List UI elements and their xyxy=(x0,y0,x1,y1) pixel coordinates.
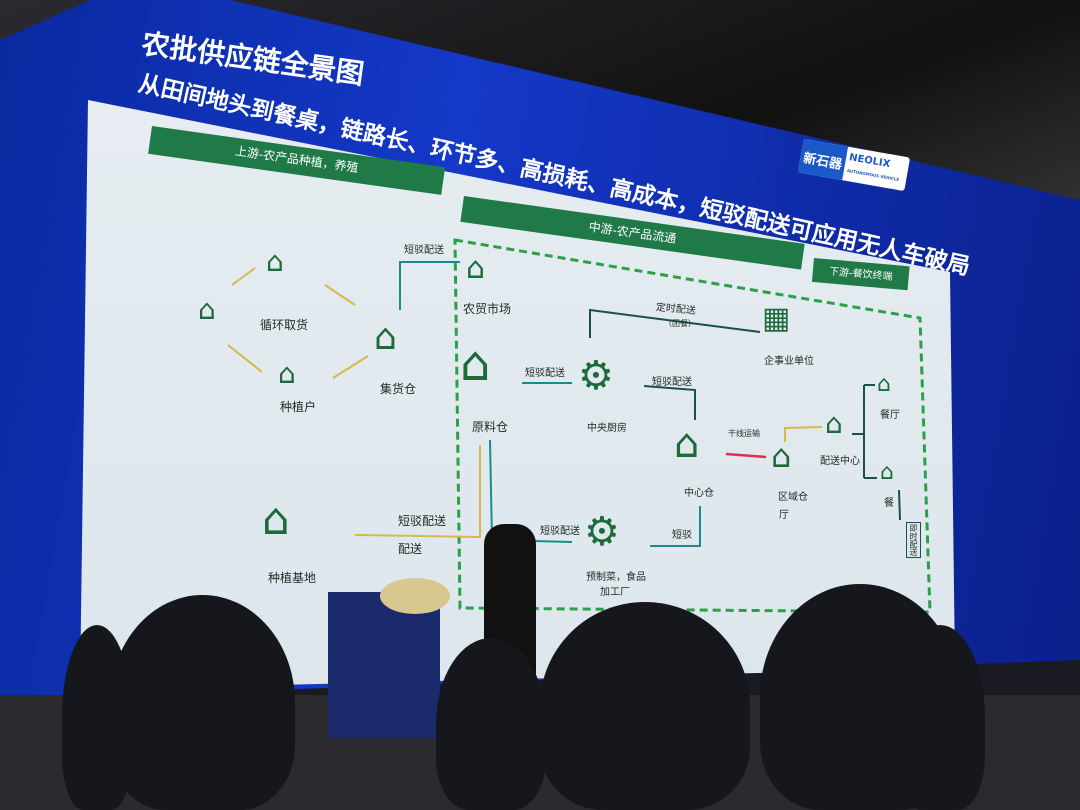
warehouse-icon: ⌂ xyxy=(374,317,397,358)
greenhouse-icon: ⌂ xyxy=(262,494,290,545)
barn-icon: ⌂ xyxy=(674,421,700,467)
building-icon: ▦ xyxy=(762,301,791,336)
arrow-instant xyxy=(898,489,901,521)
node-grower: 种植户 xyxy=(280,400,317,414)
node-instant: 即时配送 xyxy=(906,522,921,558)
arrow-kitchen-corp xyxy=(589,308,761,338)
barn-icon: ⌂ xyxy=(771,437,792,475)
edge-label: 短驳配送 xyxy=(652,377,692,388)
arrow-collect-market xyxy=(399,261,460,310)
greenhouse-icon: ⌂ xyxy=(278,357,296,390)
node-factory-2: 加工厂 xyxy=(600,587,630,598)
restaurant-icon: ⌂ xyxy=(877,372,891,397)
greenhouse-icon: ⌂ xyxy=(198,293,216,326)
audience-head xyxy=(895,625,985,810)
restaurant-icon: ⌂ xyxy=(880,460,894,485)
podium xyxy=(328,592,440,738)
market-stall-icon: ⌂ xyxy=(466,251,486,286)
arrow-trunk xyxy=(725,452,767,459)
arrow-kitchen-center xyxy=(643,385,696,420)
edge-label: 短驳 xyxy=(672,530,692,541)
audience-head xyxy=(436,638,546,810)
node-raw: 原料仓 xyxy=(472,420,509,434)
audience-head xyxy=(62,625,132,810)
edge-label: 短驳配送 xyxy=(404,245,444,256)
kitchen-robot-icon: ⚙ xyxy=(578,353,614,399)
arrow-base-raw xyxy=(354,445,481,539)
edge-label: 短驳配送 xyxy=(525,368,565,379)
greenhouse-icon: ⌂ xyxy=(266,245,284,278)
flower-arrangement xyxy=(380,578,450,614)
edge-label: 短驳配送 xyxy=(540,526,580,537)
arrow-factory-center xyxy=(650,506,701,547)
audience-head xyxy=(540,602,750,810)
midstream-dashed-boundary xyxy=(453,238,932,614)
node-dist: 配送中心 xyxy=(820,456,860,467)
edge-label: （团餐） xyxy=(664,319,696,328)
edge-label: 短驳配送 xyxy=(398,514,447,528)
arrow-region-dist xyxy=(784,426,823,442)
distribution-center-icon: ⌂ xyxy=(825,407,843,440)
node-region: 区域仓 xyxy=(778,492,808,503)
node-kitchen: 中央厨房 xyxy=(587,423,627,434)
node-loop: 循环取货 xyxy=(260,318,309,332)
diagram-lines xyxy=(227,238,932,614)
audience-head xyxy=(110,595,295,810)
node-collect: 集货仓 xyxy=(380,382,417,396)
factory-robot-icon: ⚙ xyxy=(584,509,620,555)
edge-label: 配送 xyxy=(398,542,423,556)
node-corp: 企事业单位 xyxy=(764,356,814,367)
node-region-2: 厅 xyxy=(779,510,789,521)
node-center: 中心仓 xyxy=(684,488,714,499)
node-base: 种植基地 xyxy=(268,571,317,585)
edge-label: 干线运输 xyxy=(728,429,760,438)
node-restaurant-2: 餐 xyxy=(884,498,894,509)
loop-arrows xyxy=(227,267,369,379)
node-market: 农贸市场 xyxy=(463,302,512,316)
barn-icon: ⌂ xyxy=(460,336,491,392)
arrow-dist-restaurants xyxy=(852,384,877,479)
node-factory: 预制菜，食品 xyxy=(586,572,646,583)
node-restaurant: 餐厅 xyxy=(880,410,900,421)
